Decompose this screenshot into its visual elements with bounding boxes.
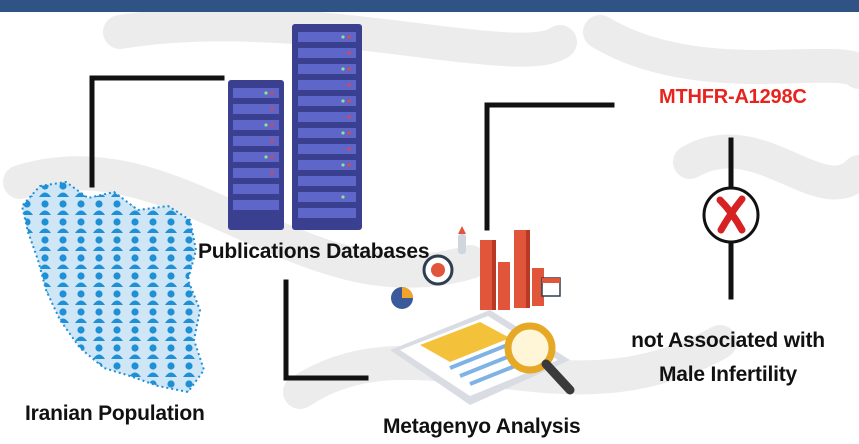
databases-label: Publications Databases xyxy=(198,240,430,263)
analytics-dashboard-icon xyxy=(390,226,575,405)
analysis-label: Metagenyo Analysis xyxy=(383,415,581,438)
population-label: Iranian Population xyxy=(25,402,205,425)
connector-map-to-databases xyxy=(89,75,225,188)
iran-map-people-icon xyxy=(20,180,206,394)
server-racks-icon xyxy=(228,24,362,230)
gene-label: MTHFR-A1298C xyxy=(659,86,807,108)
red-cross-icon xyxy=(702,186,760,244)
header-bar xyxy=(0,0,859,12)
result-label: not Associated with Male Infertility xyxy=(631,329,825,386)
connector-analysis-to-gene xyxy=(484,102,615,231)
connector-databases-to-analysis xyxy=(283,279,369,381)
